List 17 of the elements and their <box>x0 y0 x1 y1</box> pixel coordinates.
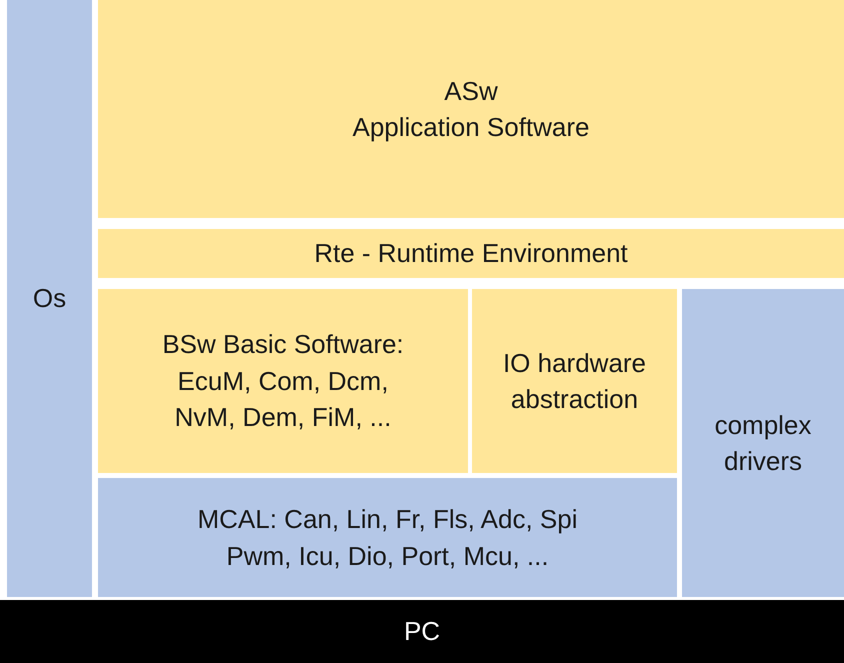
layer-label: PC <box>404 615 440 648</box>
layer-label: BSw Basic Software: EcuM, Com, Dcm, NvM, Dem, FiM, ... <box>161 328 405 434</box>
layer-box <box>98 0 844 218</box>
layer-box <box>682 289 844 597</box>
layer-box <box>98 229 844 278</box>
layer-box <box>98 478 677 597</box>
layer-label: ASw <box>444 74 498 108</box>
layer-label: Rte - Runtime Environment <box>314 237 628 270</box>
layer-label: IO hardware abstraction <box>502 346 647 416</box>
layer-box <box>7 0 92 597</box>
layer-box <box>472 289 677 473</box>
layer-box <box>98 289 468 473</box>
layer-box <box>0 600 844 663</box>
layer-label: complex drivers <box>714 408 812 478</box>
layer-label: Application Software <box>352 111 590 144</box>
layer-label: Os <box>32 282 66 316</box>
layer-label: MCAL: Can, Lin, Fr, Fls, Adc, Spi Pwm, Icu, Dio, Port, Mcu, ... <box>196 503 579 572</box>
